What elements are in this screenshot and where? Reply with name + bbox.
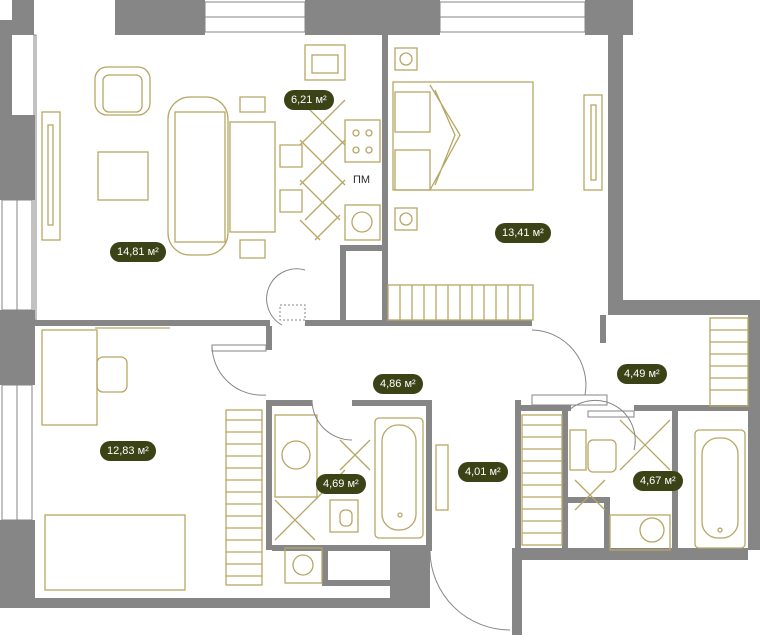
doors bbox=[211, 268, 636, 631]
area-badge-kitchen: 6,21 м² bbox=[284, 90, 334, 110]
windows bbox=[1, 1, 586, 521]
area-badge-hall: 4,86 м² bbox=[373, 374, 423, 394]
area-badge-corridor: 4,01 м² bbox=[458, 462, 508, 482]
area-badge-living: 14,81 м² bbox=[110, 242, 166, 262]
dishwasher-label: ПМ bbox=[353, 174, 371, 186]
area-badge-hall-2: 4,49 м² bbox=[617, 364, 667, 384]
area-badge-bathroom-2: 4,67 м² bbox=[633, 471, 683, 491]
furniture bbox=[41, 44, 749, 591]
area-badge-bedroom: 13,41 м² bbox=[495, 223, 551, 243]
area-badge-bathroom: 4,69 м² bbox=[316, 474, 366, 494]
area-badge-bedroom-2: 12,83 м² bbox=[100, 441, 156, 461]
